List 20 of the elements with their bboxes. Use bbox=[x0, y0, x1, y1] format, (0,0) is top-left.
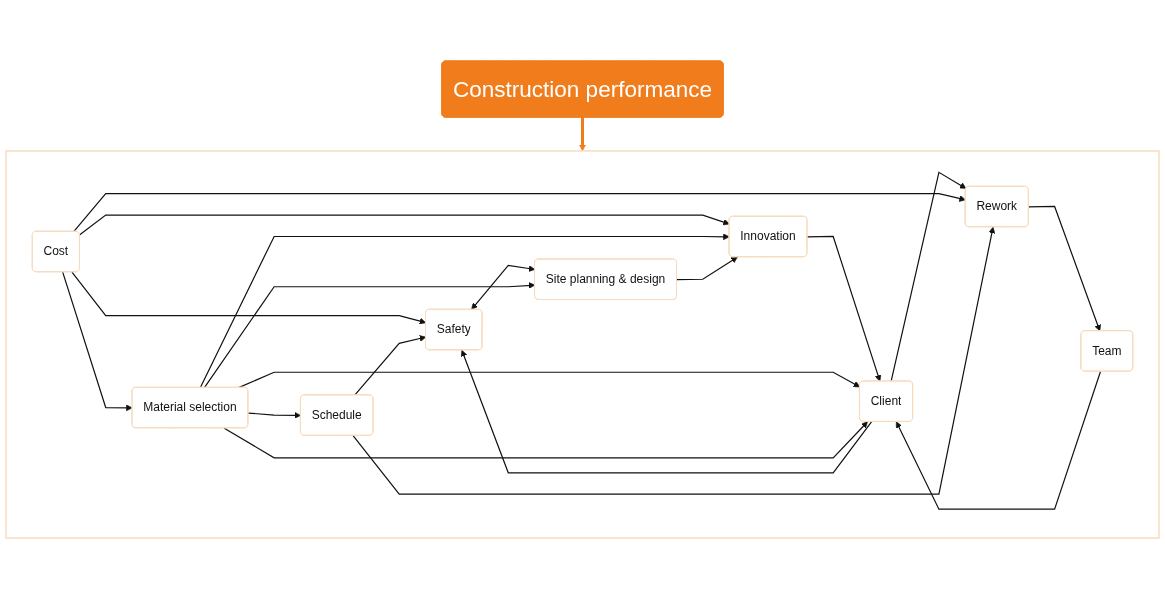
arrow bbox=[203, 282, 536, 389]
arrow bbox=[247, 412, 302, 419]
arrow bbox=[890, 171, 967, 382]
arrow bbox=[223, 421, 868, 459]
arrow bbox=[62, 271, 133, 412]
arrow bbox=[79, 214, 730, 236]
arrow bbox=[806, 235, 882, 382]
cluster bbox=[5, 150, 1160, 539]
arrow bbox=[71, 271, 427, 325]
arrow bbox=[676, 256, 738, 281]
arrow bbox=[1028, 205, 1101, 332]
arrow bbox=[354, 335, 427, 396]
arrow bbox=[471, 264, 536, 310]
arrow bbox=[199, 233, 730, 389]
arrow bbox=[238, 371, 861, 389]
arrow bbox=[460, 349, 873, 474]
arrow bbox=[73, 193, 966, 233]
arrow bbox=[895, 370, 1102, 510]
arrow bbox=[579, 117, 586, 152]
arrow bbox=[352, 226, 996, 495]
